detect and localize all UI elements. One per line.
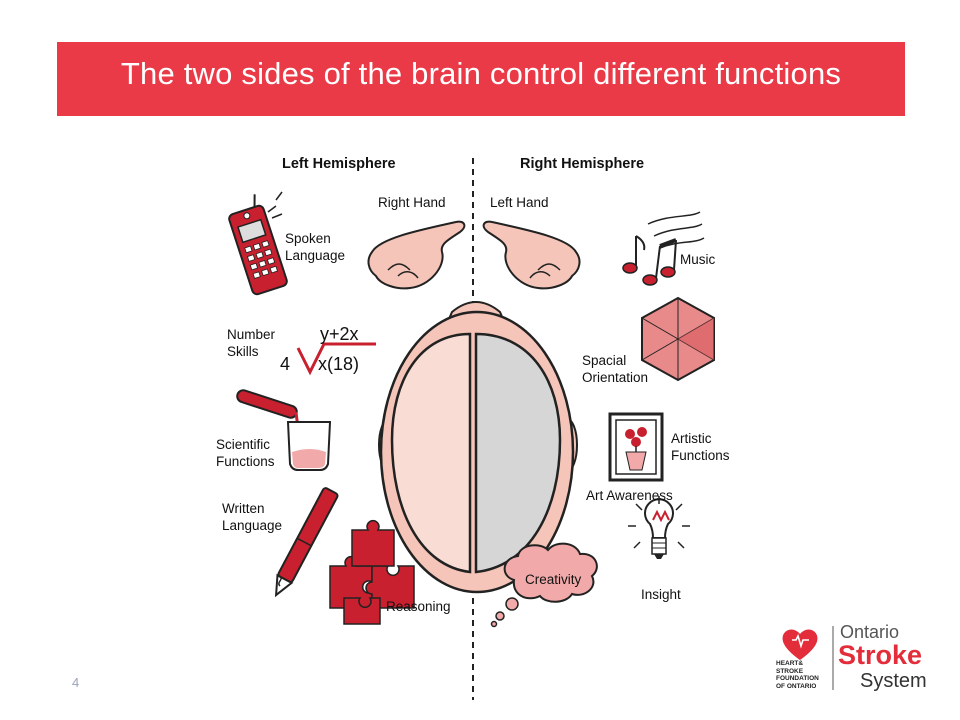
math-divisor: 4 [280, 354, 291, 374]
puzzle-icon [329, 520, 415, 625]
thought-cloud-icon [490, 542, 598, 628]
written-language-label: Written Language [222, 501, 283, 533]
signal-icon [267, 191, 283, 219]
slide-number: 4 [72, 675, 80, 690]
hexagon-icon [641, 296, 715, 382]
creativity-label: Creativity [525, 572, 582, 587]
reasoning-label: Reasoning [386, 599, 451, 614]
page-title: The two sides of the brain control diffe… [120, 56, 842, 91]
music-notes-icon [622, 211, 705, 286]
math-numerator: y+2x [320, 324, 359, 344]
logo-word-system: System [860, 670, 927, 692]
cell-phone-icon [228, 194, 288, 296]
right-hemisphere-heading: Right Hemisphere [520, 156, 645, 172]
math-dividend: x(18) [318, 354, 360, 374]
art-awareness-label: Art Awareness [586, 488, 673, 503]
framed-art-icon [608, 412, 664, 482]
music-label: Music [680, 252, 716, 267]
left-hemisphere-heading: Left Hemisphere [282, 156, 396, 172]
title-bar [57, 42, 905, 116]
heart-stroke-logo-icon [782, 626, 834, 690]
lab-glassware-icon [236, 389, 332, 471]
head-illustration [378, 301, 578, 594]
logo-word-stroke: Stroke [838, 640, 923, 670]
insight-label: Insight [641, 587, 681, 602]
left-hand-label: Left Hand [490, 195, 549, 210]
brain-left-hemisphere [390, 332, 472, 574]
light-bulb-icon [628, 496, 690, 559]
logo-word-ontario: Ontario [840, 622, 900, 642]
heart-stroke-org-name: HEART& STROKE FOUNDATION OF ONTARIO [776, 660, 819, 690]
math-radical-icon [296, 342, 376, 376]
left-hand-icon [482, 220, 581, 290]
artistic-functions-label: Artistic Functions [671, 431, 730, 463]
scientific-functions-label: Scientific Functions [216, 437, 275, 469]
spacial-orientation-label: Spacial Orientation [582, 353, 649, 385]
spoken-language-label: Spoken Language [285, 231, 346, 263]
right-hand-label: Right Hand [378, 195, 446, 210]
right-hand-icon [367, 220, 466, 290]
number-skills-label: Number Skills [227, 327, 276, 359]
